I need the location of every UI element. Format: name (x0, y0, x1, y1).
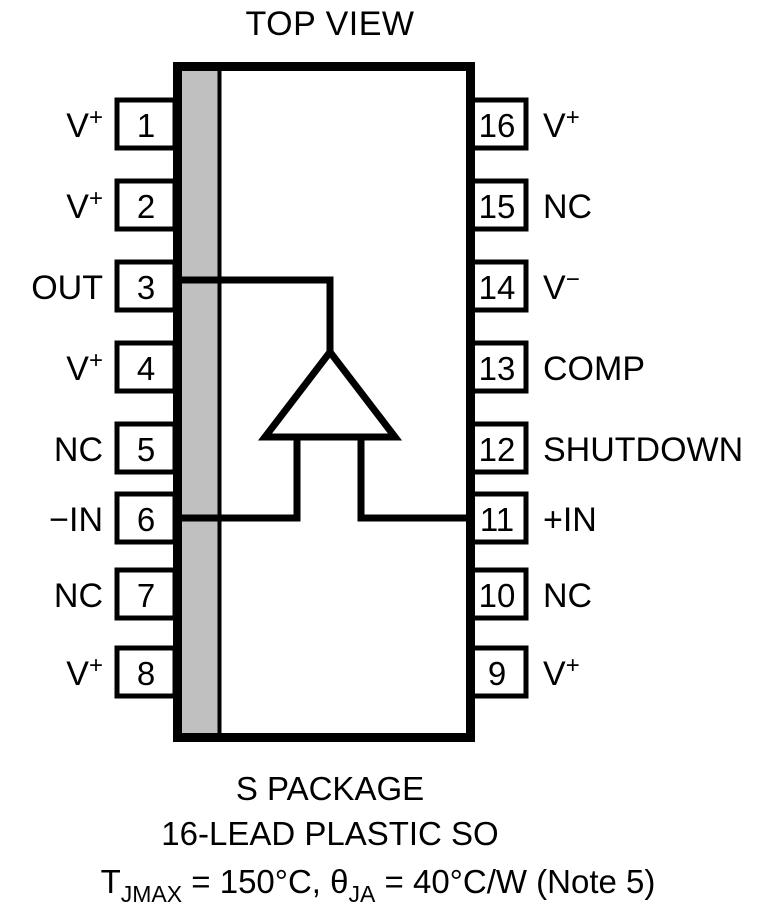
pin-number-5: 5 (137, 431, 155, 468)
package-body-fill (173, 62, 475, 742)
right-pin-group: 16 15 14 13 12 (465, 97, 529, 699)
pin-label-16: V+ (543, 104, 580, 145)
pin-number-13: 13 (479, 350, 516, 387)
pin-label-5: NC (54, 431, 103, 469)
pin-box-3[interactable]: 3 (114, 259, 178, 313)
orientation-notch-bar (182, 71, 218, 733)
pin-number-10: 10 (479, 577, 516, 614)
pin-label-3: OUT (31, 269, 103, 307)
op-amp-triangle-icon (257, 346, 403, 441)
pin-number-3: 3 (137, 269, 155, 306)
pin-box-13[interactable]: 13 (465, 340, 529, 394)
output-trace (182, 276, 334, 356)
pin-label-1: V+ (66, 104, 103, 145)
package-body (173, 62, 475, 742)
pin-box-15[interactable]: 15 (465, 178, 529, 232)
pin-label-14: V− (543, 266, 580, 307)
pin-box-11[interactable]: 11 (465, 491, 529, 545)
caption-lead-type: 16-LEAD PLASTIC SO (161, 815, 498, 852)
left-pin-group: 1 2 3 4 5 (114, 97, 178, 699)
pin-label-15: NC (543, 188, 592, 226)
pin-box-4[interactable]: 4 (114, 340, 178, 394)
left-label-group: V+ V+ OUT V+ NC −IN NC V+ (31, 104, 103, 693)
pin-number-7: 7 (137, 577, 155, 614)
pin-label-2: V+ (66, 185, 103, 226)
pin-box-12[interactable]: 12 (465, 421, 529, 475)
pin-number-15: 15 (479, 188, 516, 225)
pin-box-14[interactable]: 14 (465, 259, 529, 313)
pin-box-9[interactable]: 9 (465, 645, 529, 699)
pin-number-1: 1 (137, 107, 155, 144)
pin-box-16[interactable]: 16 (465, 97, 529, 151)
right-label-group: V+ NC V− COMP SHUTDOWN +IN NC V+ (543, 104, 743, 693)
pin-label-10: NC (543, 577, 592, 615)
pin-label-6: −IN (49, 501, 103, 539)
internal-schematic (182, 276, 470, 522)
pin-number-12: 12 (479, 431, 516, 468)
pin-label-9: V+ (543, 652, 580, 693)
pin-box-10[interactable]: 10 (465, 567, 529, 621)
pin-label-12: SHUTDOWN (543, 431, 743, 469)
pin-box-5[interactable]: 5 (114, 421, 178, 475)
pin-label-11: +IN (543, 501, 597, 539)
package-body-outline (173, 62, 475, 742)
pin-number-4: 4 (137, 350, 155, 387)
caption-thermal-spec: TJMAX = 150°C, θJA = 40°C/W (Note 5) (101, 863, 656, 907)
pin-label-13: COMP (543, 350, 645, 388)
page-title: TOP VIEW (245, 5, 414, 43)
pin-label-7: NC (54, 577, 103, 615)
pin-number-11: 11 (480, 501, 514, 538)
pin-box-8[interactable]: 8 (114, 645, 178, 699)
caption-package-name: S PACKAGE (236, 770, 424, 807)
pin-number-14: 14 (479, 269, 516, 306)
pin-number-8: 8 (137, 655, 155, 692)
pin-number-6: 6 (137, 501, 155, 538)
pin-box-2[interactable]: 2 (114, 178, 178, 232)
pin-box-1[interactable]: 1 (114, 97, 178, 151)
pin-number-16: 16 (479, 107, 516, 144)
caption-block: S PACKAGE 16-LEAD PLASTIC SO TJMAX = 150… (101, 770, 656, 907)
pin-box-6[interactable]: 6 (114, 491, 178, 545)
pin-number-9: 9 (488, 655, 506, 692)
pin-label-4: V+ (66, 347, 103, 388)
pin-box-7[interactable]: 7 (114, 567, 178, 621)
noninverting-input-trace (357, 437, 470, 522)
pin-label-8: V+ (66, 652, 103, 693)
inverting-input-trace (182, 437, 301, 522)
pin-number-2: 2 (137, 188, 155, 225)
